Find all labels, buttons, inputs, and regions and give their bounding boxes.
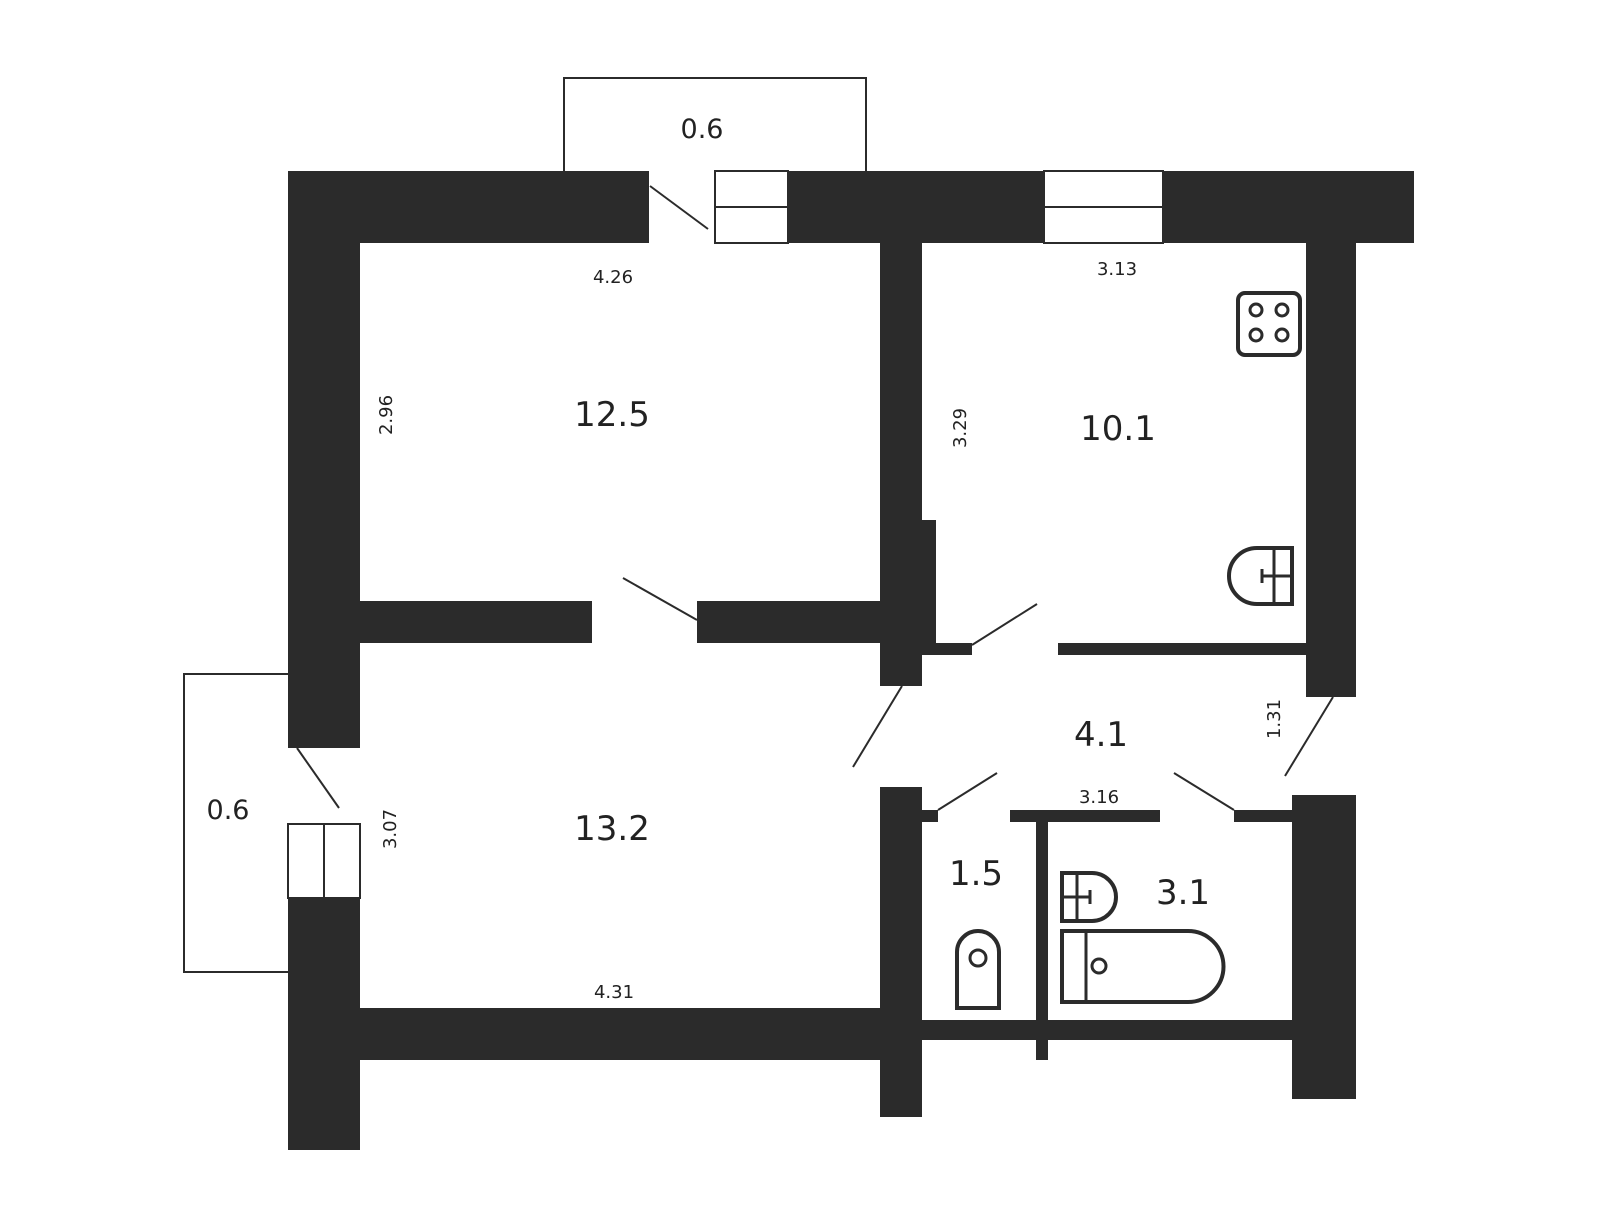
exterior-walls	[288, 171, 1414, 1150]
toilet-icon	[955, 929, 1001, 1010]
room-top-left-width: 4.26	[593, 267, 633, 288]
kitchen-sink-icon	[1227, 546, 1294, 606]
bathtub-icon	[1060, 929, 1226, 1004]
balcony-left: 0.6	[183, 673, 290, 973]
kitchen-width: 3.13	[1097, 259, 1137, 280]
kitchen-area: 10.1	[1080, 409, 1156, 449]
interior-walls	[360, 243, 1306, 1117]
room-bottom-left-depth: 3.07	[380, 809, 401, 849]
room-bottom-left-width: 4.31	[594, 982, 634, 1003]
room-top-left-area: 12.5	[574, 395, 650, 435]
stove-icon	[1236, 291, 1302, 357]
window-top-left	[714, 170, 789, 244]
hall-depth: 1.31	[1264, 699, 1285, 739]
bathroom-area: 3.1	[1156, 873, 1210, 913]
window-kitchen	[1043, 170, 1164, 244]
hall-area: 4.1	[1074, 715, 1128, 755]
door-swings	[296, 185, 1334, 811]
bathroom-sink-icon	[1060, 871, 1118, 923]
hall-width: 3.16	[1079, 787, 1119, 808]
kitchen-depth: 3.29	[950, 408, 971, 448]
balcony-left-area: 0.6	[207, 795, 250, 826]
window-left	[287, 823, 361, 899]
room-top-left-depth: 2.96	[376, 395, 397, 435]
toilet-area: 1.5	[949, 854, 1003, 894]
balcony-top-area: 0.6	[681, 114, 724, 145]
balcony-top: 0.6	[563, 77, 867, 171]
room-bottom-left-area: 13.2	[574, 809, 650, 849]
